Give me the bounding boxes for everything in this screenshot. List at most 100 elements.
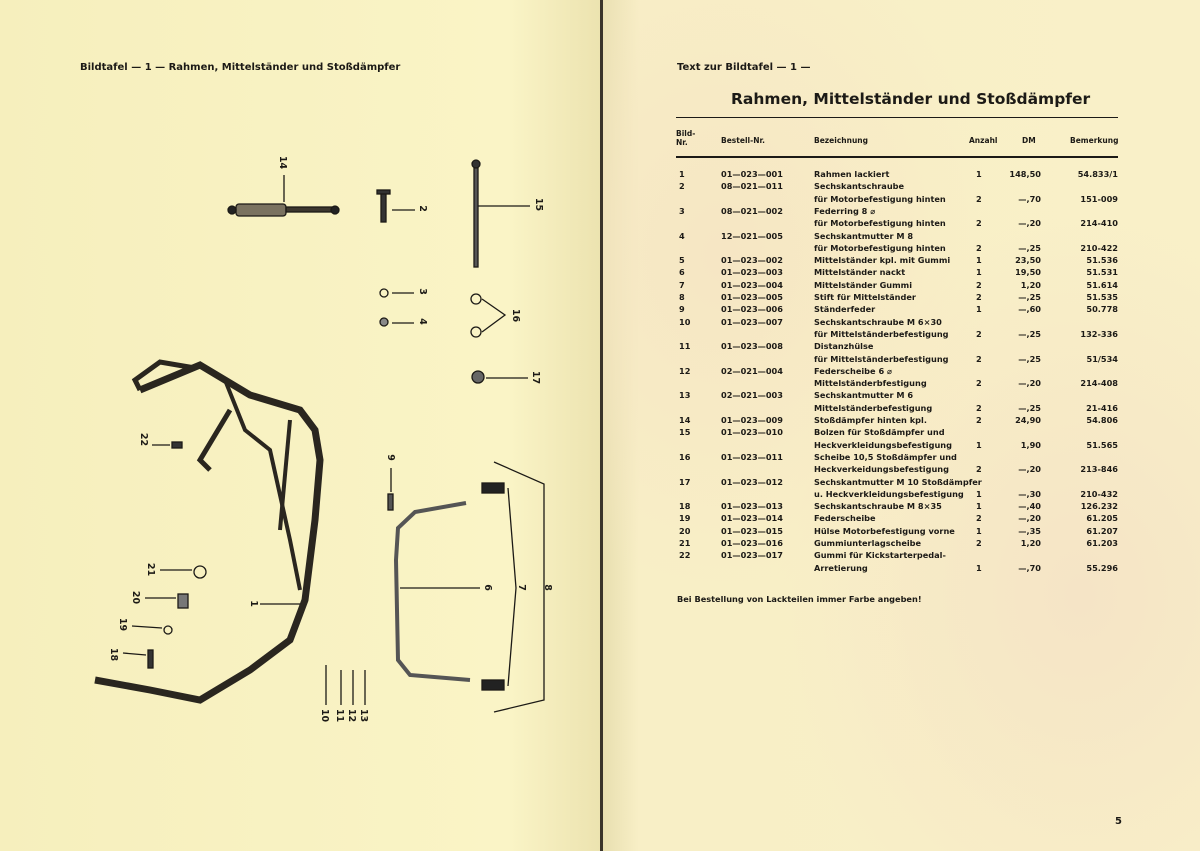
row-number: 7 xyxy=(679,279,685,290)
row-number: 3 xyxy=(679,205,685,216)
price-dm: —,40 xyxy=(1018,501,1041,512)
part-description: Heckverkeidungsbefestigung xyxy=(814,464,949,475)
quantity: 1 xyxy=(976,304,982,315)
callout-6: 6 xyxy=(481,584,493,591)
row-number: 20 xyxy=(679,525,691,536)
order-number: 01—023—003 xyxy=(721,267,783,278)
remark: 51.614 xyxy=(1086,279,1118,290)
price-dm: —,60 xyxy=(1018,304,1041,315)
quantity: 2 xyxy=(976,378,982,389)
price-dm: 1,20 xyxy=(1020,538,1041,548)
callout-7: 7 xyxy=(515,584,527,591)
price-dm: —,30 xyxy=(1018,488,1041,499)
remark: 51.531 xyxy=(1086,267,1118,278)
shock-absorber-part xyxy=(227,203,340,217)
price-dm: 1,90 xyxy=(1020,439,1041,450)
callout-15: 15 xyxy=(533,197,545,212)
part-description: Sechskantmutter M 10 Stoßdämpfer xyxy=(814,476,982,487)
price-dm: 148,50 xyxy=(1009,169,1041,179)
callout-4: 4 xyxy=(416,318,428,325)
part-description: Mittelständer nackt xyxy=(814,267,906,278)
remark: 61.207 xyxy=(1086,525,1118,536)
order-number: 08—021—011 xyxy=(721,181,783,192)
callout-9: 9 xyxy=(384,454,396,461)
price-dm: 23,50 xyxy=(1015,255,1041,266)
row-number: 22 xyxy=(679,550,691,561)
remark: 213-846 xyxy=(1080,464,1118,475)
order-number: 01—023—012 xyxy=(721,476,783,487)
order-number: 01—023—006 xyxy=(721,304,783,315)
row-number: 12 xyxy=(679,365,691,376)
text-heading: Text zur Bildtafel — 1 — xyxy=(677,62,811,73)
price-dm: —,25 xyxy=(1018,328,1041,339)
order-number: 02—021—004 xyxy=(721,365,783,376)
quantity: 2 xyxy=(976,415,982,425)
remark: 21-416 xyxy=(1086,402,1118,413)
part-description: für Motorbefestigung hinten xyxy=(814,193,946,204)
remark: 61.205 xyxy=(1086,513,1118,524)
quantity: 2 xyxy=(976,279,982,290)
remark: 54.833/1 xyxy=(1077,169,1118,179)
part-description: Mittelständerbefestigung xyxy=(814,402,933,413)
callout-2: 2 xyxy=(416,205,428,212)
row-number: 2 xyxy=(679,181,685,192)
part-description: für Motorbefestigung hinten xyxy=(814,218,946,229)
order-number: 01—023—016 xyxy=(721,538,783,548)
order-number: 01—023—002 xyxy=(721,255,783,266)
row-number: 10 xyxy=(679,316,691,327)
order-number: 01—023—013 xyxy=(721,501,783,512)
part-description: Sechskantmutter M 8 xyxy=(814,230,914,241)
callout-10: 10 xyxy=(319,708,331,723)
part-description: Bolzen für Stoßdämpfer und xyxy=(814,427,945,438)
part-description: u. Heckverkleidungsbefestigung xyxy=(814,488,964,499)
part-description: Hülse Motorbefestigung vorne xyxy=(814,525,955,536)
price-dm: —,25 xyxy=(1018,292,1041,302)
quantity: 1 xyxy=(976,267,982,278)
quantity: 1 xyxy=(976,439,982,450)
title-rule xyxy=(676,117,1118,118)
row-number: 16 xyxy=(679,451,691,462)
col-header-nr: Bild- Nr. xyxy=(676,129,696,147)
remark: 51.536 xyxy=(1086,255,1118,266)
callout-8: 8 xyxy=(541,584,553,591)
price-dm: —,25 xyxy=(1018,402,1041,413)
callout-3: 3 xyxy=(416,288,428,295)
row-number: 17 xyxy=(679,476,691,487)
remark: 61.203 xyxy=(1086,538,1118,548)
callout-21: 21 xyxy=(145,562,157,577)
row-number: 4 xyxy=(679,230,685,241)
part-description: Gummi für Kickstarterpedal- xyxy=(814,550,946,561)
price-dm: —,20 xyxy=(1018,464,1041,475)
frame-part xyxy=(94,359,324,704)
part-description: Scheibe 10,5 Stoßdämpfer und xyxy=(814,451,957,462)
callout-1: 1 xyxy=(247,600,259,607)
exploded-parts-diagram xyxy=(94,159,545,713)
callout-20: 20 xyxy=(130,590,142,605)
price-dm: 1,20 xyxy=(1020,279,1041,290)
price-dm: —,35 xyxy=(1018,525,1041,536)
quantity: 2 xyxy=(976,513,982,524)
remark: 126.232 xyxy=(1080,501,1118,512)
part-description: Sechskantschraube M 8×35 xyxy=(814,501,942,512)
col-header-dm: DM xyxy=(1022,136,1036,145)
callout-22: 22 xyxy=(138,432,150,447)
row-number: 19 xyxy=(679,513,691,524)
order-number: 01—023—015 xyxy=(721,525,783,536)
left-page: Bildtafel — 1 — Rahmen, Mittelständer un… xyxy=(0,0,600,851)
part-description: Mittelständer Gummi xyxy=(814,279,913,290)
part-description: Arretierung xyxy=(814,562,868,573)
col-header-anzahl: Anzahl xyxy=(969,136,998,145)
row-number: 9 xyxy=(679,304,685,315)
page-number: 5 xyxy=(1115,816,1122,827)
quantity: 1 xyxy=(976,562,982,573)
part-description: Mittelständerbfestigung xyxy=(814,378,927,389)
part-description: für Mittelständerbefestigung xyxy=(814,328,949,339)
callout-12: 12 xyxy=(346,708,358,723)
price-dm: —,20 xyxy=(1018,513,1041,524)
remark: 132-336 xyxy=(1080,328,1118,339)
part-description: Federring 8 ⌀ xyxy=(814,205,876,216)
row-number: 5 xyxy=(679,255,685,266)
part-description: Mittelständer kpl. mit Gummi xyxy=(814,255,951,266)
part-description: Ständerfeder xyxy=(814,304,876,315)
order-number: 01—023—004 xyxy=(721,279,783,290)
